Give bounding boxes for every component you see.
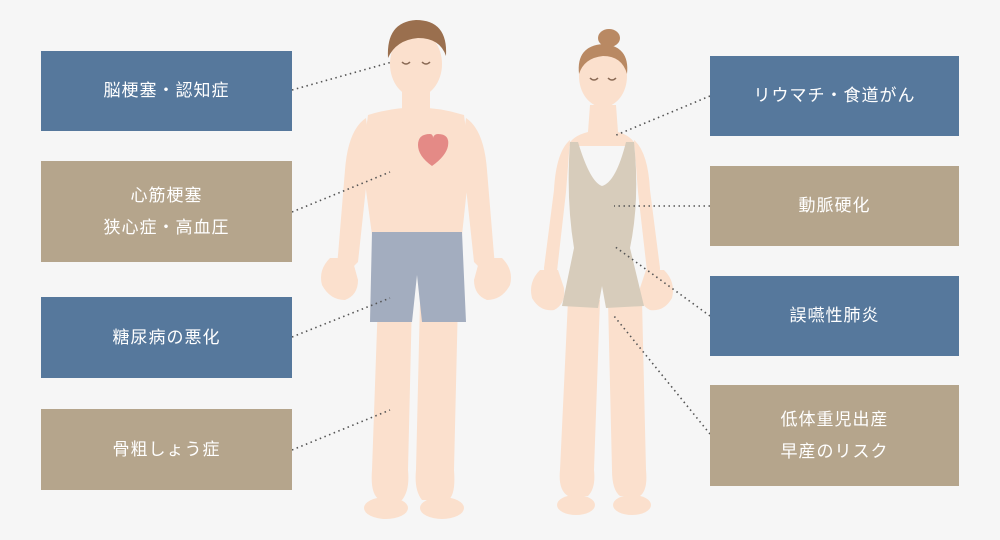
label-text: 誤嚥性肺炎 — [789, 306, 880, 326]
label-text: 早産のリスク — [780, 441, 889, 462]
hand — [321, 258, 358, 300]
label-box-osteoporosis: 骨粗しょう症 — [41, 409, 292, 490]
foot — [420, 497, 464, 519]
connector-line — [291, 61, 393, 91]
label-text: 狭心症・高血圧 — [103, 217, 230, 238]
connector-line — [613, 315, 711, 435]
foot — [364, 497, 408, 519]
man-torso — [362, 107, 470, 235]
hand — [639, 270, 673, 311]
label-text: 動脈硬化 — [798, 196, 871, 216]
label-box-arteriosclerosis: 動脈硬化 — [710, 166, 959, 246]
foot — [613, 495, 651, 515]
label-text: リウマチ・食道がん — [753, 86, 916, 106]
label-text: 脳梗塞・認知症 — [103, 81, 230, 101]
bodysuit — [562, 142, 644, 308]
label-text: 低体重児出産 — [780, 409, 889, 430]
label-text: 心筋梗塞 — [130, 185, 203, 206]
woman-hair — [578, 44, 628, 74]
label-box-diabetes: 糖尿病の悪化 — [41, 297, 292, 378]
label-box-heart: 心筋梗塞 狭心症・高血圧 — [41, 161, 292, 262]
label-text: 骨粗しょう症 — [112, 439, 221, 460]
connector-line — [613, 95, 711, 137]
label-box-birth-risk: 低体重児出産 早産のリスク — [710, 385, 959, 486]
foot — [557, 495, 595, 515]
man-figure — [321, 20, 511, 519]
man-head — [390, 31, 442, 97]
hand — [474, 258, 511, 300]
hand — [531, 270, 565, 311]
label-box-brain: 脳梗塞・認知症 — [41, 51, 292, 131]
shorts — [370, 232, 466, 322]
connector-lines — [291, 61, 711, 451]
label-text: 糖尿病の悪化 — [112, 327, 221, 348]
heart-icon — [418, 134, 449, 166]
label-box-pneumonia: 誤嚥性肺炎 — [710, 276, 959, 356]
woman-head — [579, 45, 627, 107]
woman-figure — [531, 29, 673, 515]
label-box-rheumatism: リウマチ・食道がん — [710, 56, 959, 136]
man-hair — [387, 20, 447, 58]
